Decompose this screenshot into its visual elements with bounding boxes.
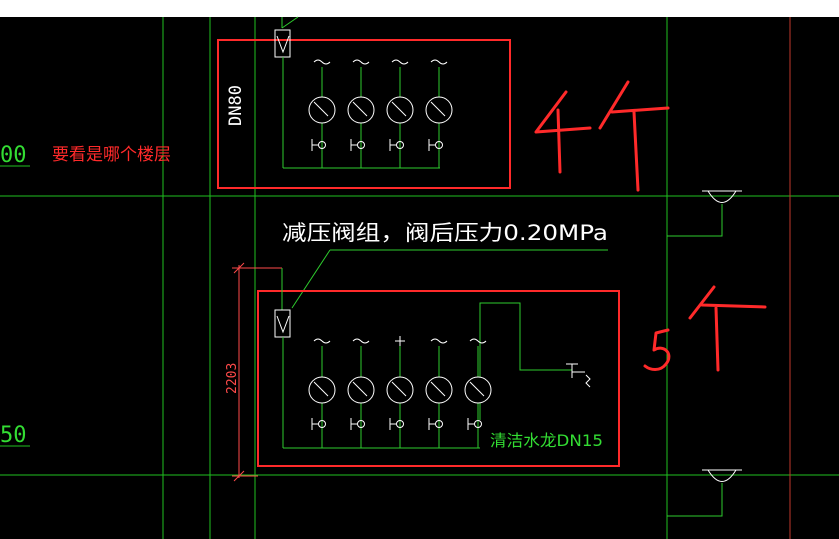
grid-lines xyxy=(0,17,839,539)
gauge-needle xyxy=(352,101,368,117)
faucet-water xyxy=(585,374,591,388)
stop-valve-icon xyxy=(396,141,404,149)
tilde-icon xyxy=(391,59,409,65)
tilde-icon xyxy=(313,59,331,65)
upper-valve-box xyxy=(274,29,291,58)
gauge-needle xyxy=(391,381,407,397)
floor-drain-upper xyxy=(667,190,742,237)
gauge-needle xyxy=(313,381,329,397)
lower-group-box xyxy=(257,290,620,467)
handwritten-4 xyxy=(534,90,592,174)
meter-unit xyxy=(386,59,414,168)
lower-meters xyxy=(308,336,492,448)
faucet-branch-pipe xyxy=(479,302,572,420)
gauge-needle xyxy=(352,381,368,397)
tilde-icon xyxy=(352,59,370,65)
top-toolbar-strip xyxy=(0,0,839,17)
meter-unit xyxy=(464,338,492,448)
meter-unit xyxy=(347,59,375,168)
valve-note-leader-diag xyxy=(291,249,331,309)
upper-group-box xyxy=(217,39,511,189)
gauge-needle xyxy=(430,101,446,117)
meter-unit xyxy=(386,336,414,448)
tilde-icon xyxy=(469,338,487,344)
stop-valve-icon xyxy=(318,141,326,149)
meter-unit xyxy=(308,338,336,448)
handwritten-lower-text: 5个 xyxy=(0,0,2,1)
floor-drain-lower xyxy=(667,469,742,517)
stop-valve-icon xyxy=(357,141,365,149)
meter-unit xyxy=(425,338,453,448)
faucet-icon xyxy=(566,363,591,388)
handwritten-ge-lower xyxy=(688,285,767,372)
floor-drain-upper-pipe xyxy=(667,204,723,237)
tilde-icon xyxy=(313,338,331,344)
level-label-upper: 00 xyxy=(0,143,27,168)
gauge-needle xyxy=(391,101,407,117)
lower-valve-icon xyxy=(276,315,290,334)
upper-meters xyxy=(308,59,453,168)
valve-note: 减压阀组，阀后压力0.20MPa xyxy=(282,221,608,245)
upper-valve-icon xyxy=(276,35,290,54)
stop-valve-icon xyxy=(435,141,443,149)
handwritten-ge xyxy=(598,80,670,192)
level-label-lower: 50 xyxy=(0,423,27,448)
floor-note: 要看是哪个楼层 xyxy=(52,145,171,165)
stop-valve-icon xyxy=(318,420,326,428)
dimension-bottom-tick xyxy=(233,470,245,482)
tilde-icon xyxy=(430,338,448,344)
floor-drain-lower-pipe xyxy=(667,483,723,517)
lower-meter-group: 清洁水龙DN15 xyxy=(257,268,620,467)
floor-drain-lower-bowl xyxy=(707,469,737,482)
stop-valve-icon xyxy=(357,420,365,428)
pipe-size-label: DN80 xyxy=(226,85,246,126)
handwritten-upper-text: 4个 xyxy=(0,0,2,1)
handwritten-5 xyxy=(643,328,671,371)
meter-unit xyxy=(308,59,336,168)
tilde-icon xyxy=(352,338,370,344)
stop-valve-icon xyxy=(435,420,443,428)
gauge-needle xyxy=(430,381,446,397)
handwritten-count-upper xyxy=(534,80,670,192)
upper-riser-diagonal xyxy=(281,16,299,29)
dimension-label: 2203 xyxy=(225,363,240,394)
stop-valve-icon xyxy=(474,420,482,428)
upper-meter-group: DN80 xyxy=(217,16,511,189)
floor-drain-upper-bowl xyxy=(707,190,737,203)
gauge-needle xyxy=(469,381,485,397)
lower-valve-box xyxy=(274,309,291,338)
meter-unit xyxy=(347,338,375,448)
dimension-top-tick xyxy=(233,262,245,274)
meter-unit xyxy=(425,59,453,168)
tilde-icon xyxy=(430,59,448,65)
stop-valve-icon xyxy=(396,420,404,428)
dimension-line xyxy=(232,262,282,482)
gauge-needle xyxy=(313,101,329,117)
handwritten-count-lower xyxy=(643,285,767,372)
faucet-note: 清洁水龙DN15 xyxy=(490,431,603,450)
